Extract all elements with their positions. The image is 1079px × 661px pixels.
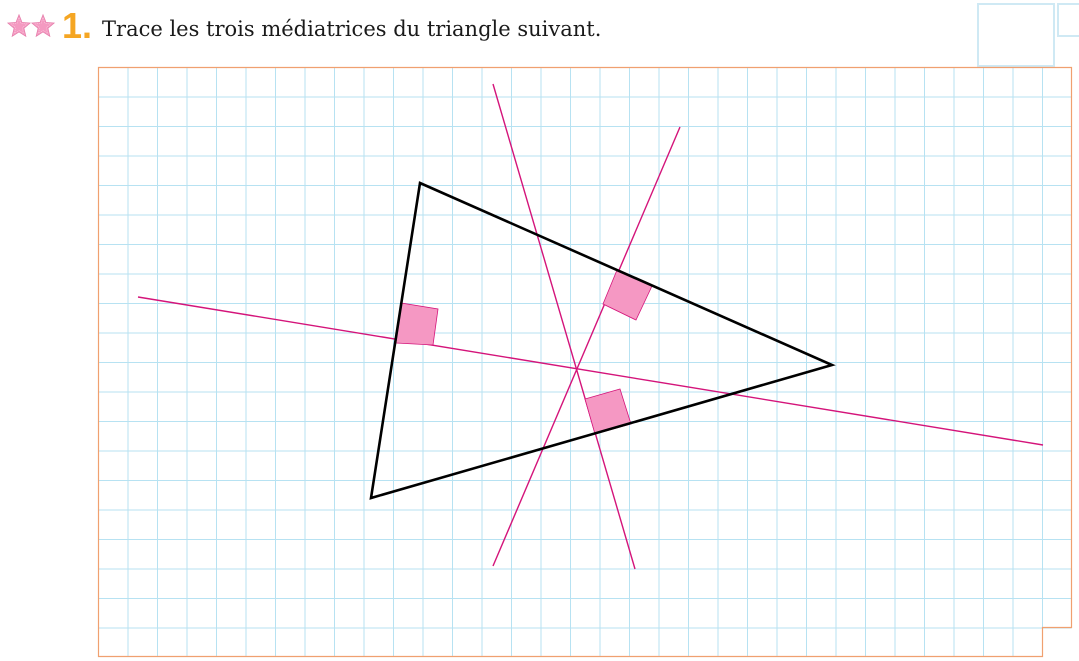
perpendicular-bisectors	[137, 83, 1044, 570]
exercise-instruction: Trace les trois médiatrices du triangle …	[102, 17, 602, 41]
right-angle-marker	[602, 269, 653, 321]
right-angle-marker	[395, 302, 439, 346]
difficulty-stars	[6, 13, 56, 39]
grid-frame	[97, 66, 1073, 658]
bisector-line-bottom	[492, 126, 681, 567]
exercise-header: 1. Trace les trois médiatrices du triang…	[6, 4, 601, 48]
bisector-line-top	[492, 83, 636, 570]
bisector-line-left	[137, 296, 1044, 446]
triangle	[369, 181, 836, 500]
star-icon	[30, 13, 56, 38]
right-angle-marker	[584, 388, 632, 435]
corner-decoration	[977, 3, 1055, 67]
right-angle-markers	[395, 269, 653, 435]
exercise-number: 1.	[62, 5, 93, 46]
corner-decoration-tab	[1057, 3, 1079, 37]
square-grid	[98, 67, 1072, 657]
star-icon	[6, 13, 32, 38]
